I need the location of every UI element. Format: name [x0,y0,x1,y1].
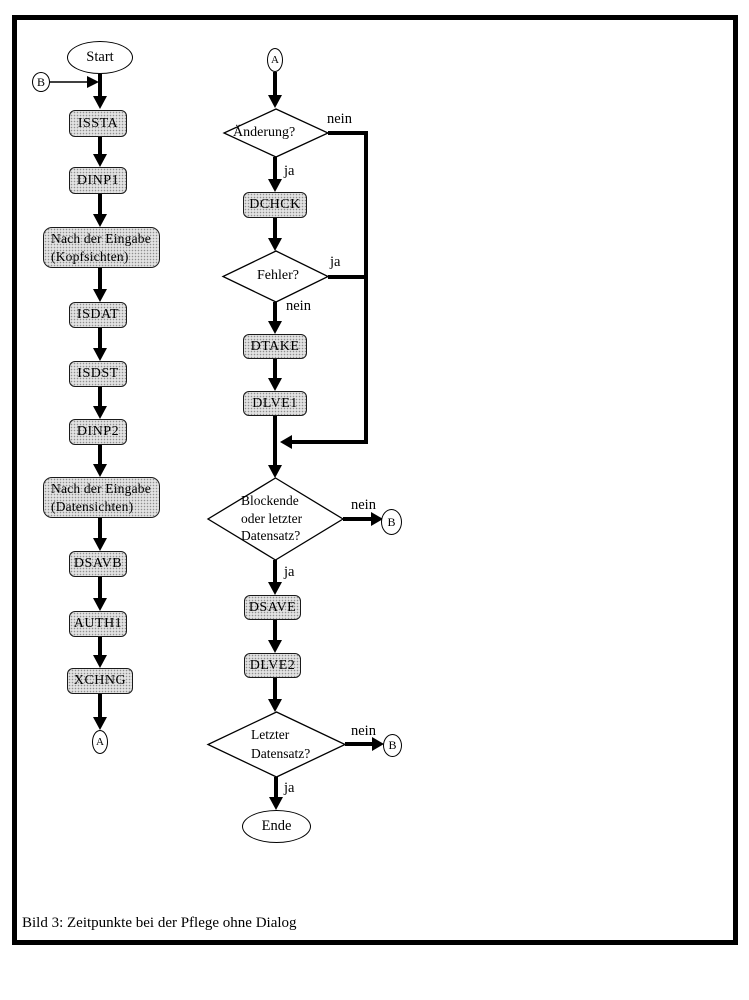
branch-label-ja-aenderung: ja [284,163,295,179]
branch-label-nein-aenderung: nein [327,111,352,127]
process-box-dtake: DTAKE [243,334,307,359]
thick-flow-arrows [98,72,372,799]
process-box-issta: ISSTA [69,110,127,137]
decision-diamond-letzter [206,711,347,778]
process-box-dsavb: DSAVB [69,551,127,577]
figure-caption: Bild 3: Zeitpunkte bei der Pflege ohne D… [22,915,297,931]
decision-label-aenderung: Änderung? [233,125,296,140]
process-box-dchck: DCHCK [243,192,307,218]
process-box-dinp1: DINP1 [69,167,127,194]
branch-label-nein-blockende: nein [351,497,376,513]
process-box-dsave: DSAVE [244,595,301,620]
branch-label-ja-blockende: ja [284,564,295,580]
connector-b-exit-2: B [383,734,402,757]
branch-label-ja-letzter: ja [284,780,295,796]
process-box-dinp2: DINP2 [69,419,127,445]
connector-b-entry: B [32,72,50,92]
connector-b-exit-1: B [381,509,402,535]
process-box-isdst: ISDST [69,361,127,387]
terminal-start: Start [67,41,133,74]
decision-diamonds [206,108,347,778]
process-box-xchng: XCHNG [67,668,133,694]
process-box-isdat: ISDAT [69,302,127,328]
process-box-dlve2: DLVE2 [244,653,301,678]
process-box-kopfsichten: Nach der Eingabe (Kopfsichten) [43,227,160,268]
arrowheads [87,76,384,810]
branch-label-nein-letzter: nein [351,723,376,739]
decision-label-blockende: Blockende oder letzter Datensatz? [241,493,303,543]
decision-label-fehler: Fehler? [257,268,299,283]
connector-a-exit: A [92,730,108,754]
connector-a-entry: A [267,48,283,72]
process-box-dlve1: DLVE1 [243,391,307,416]
branch-label-ja-fehler: ja [330,254,341,270]
decision-diamond-blockende [206,477,345,561]
decision-label-letzter: Letzter Datensatz? [251,727,311,761]
decision-diamond-aenderung [222,108,330,158]
process-box-auth1: AUTH1 [69,611,127,637]
branch-label-nein-fehler: nein [286,298,311,314]
process-box-datensichten: Nach der Eingabe (Datensichten) [43,477,160,518]
decision-diamond-fehler [221,250,330,303]
terminal-ende: Ende [242,810,311,843]
